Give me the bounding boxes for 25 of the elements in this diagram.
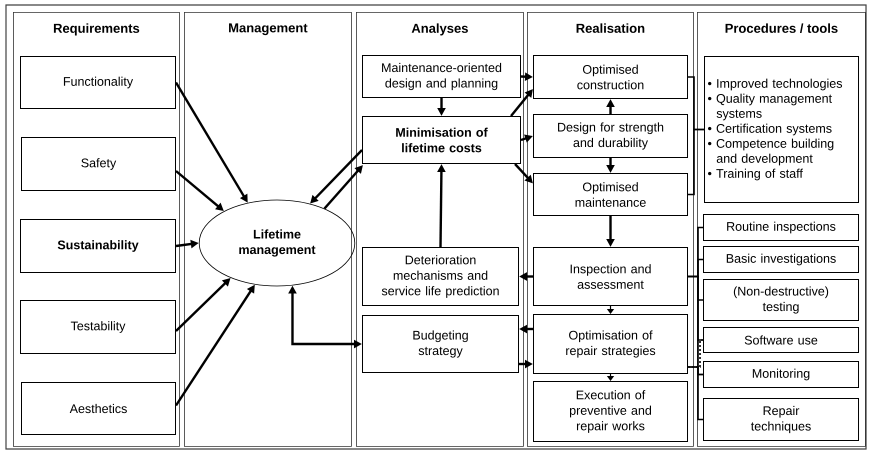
process-box: Optimised maintenance	[533, 173, 688, 216]
process-box: Optimised construction	[533, 55, 688, 99]
process-box: Monitoring	[703, 361, 860, 388]
process-box: Optimisation of repair strategies	[533, 314, 688, 374]
process-box: Software use	[703, 327, 860, 353]
process-box: (Non-destructive) testing	[703, 279, 860, 321]
process-box: Repair techniques	[703, 398, 860, 441]
ellipse-node: Lifetime management	[198, 200, 356, 286]
process-box: Design for strength and durability	[533, 114, 688, 158]
bullet-list-box: • Improved technologies • Quality management systems • Certification systems • Competence building and development • Training of staff	[704, 56, 860, 203]
connector-line	[688, 366, 703, 420]
process-box: Inspection and assessment	[533, 247, 688, 306]
process-box: Deterioration mechanisms and service life prediction	[362, 247, 519, 306]
process-box: Routine inspections	[703, 214, 860, 241]
process-box: Maintenance-oriented design and planning	[362, 55, 521, 98]
process-box: Budgeting strategy	[362, 315, 519, 373]
process-box: Sustainability	[20, 219, 176, 273]
process-box: Safety	[21, 137, 176, 191]
connector-line	[688, 128, 704, 196]
process-box: Aesthetics	[21, 382, 176, 435]
process-box: Functionality	[20, 56, 176, 109]
process-box: Execution of preventive and repair works	[533, 381, 688, 442]
process-box: Testability	[20, 300, 176, 354]
process-box: Minimisation of lifetime costs	[362, 116, 521, 164]
process-box: Basic investigations	[703, 246, 860, 273]
